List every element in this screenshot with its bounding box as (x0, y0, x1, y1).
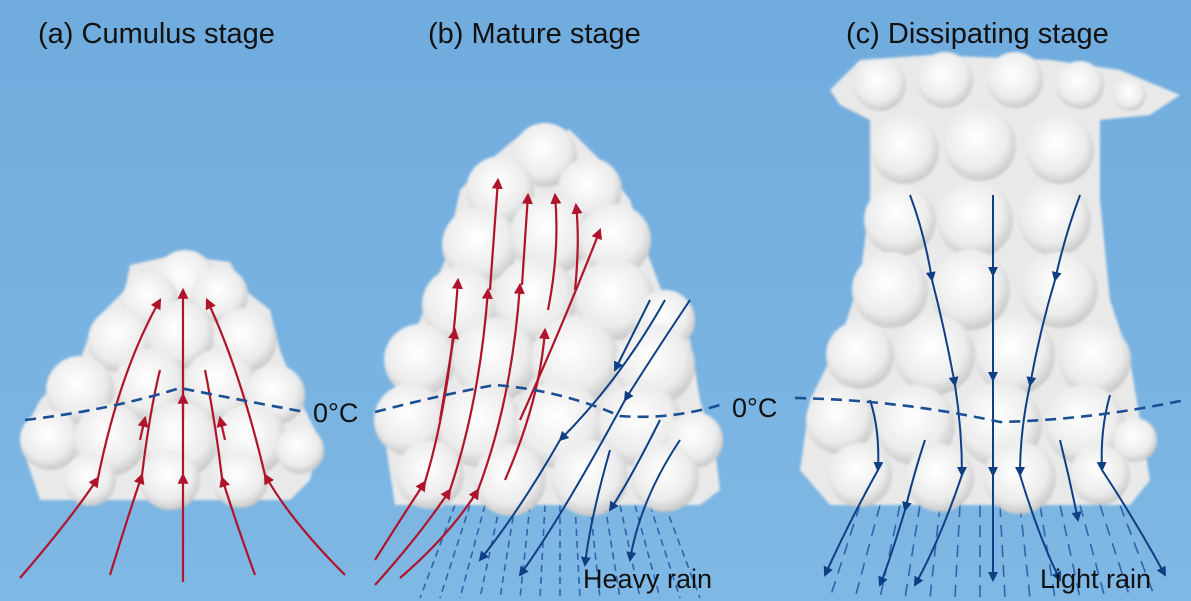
cumulus-stage: (a) Cumulus stage (19, 18, 346, 582)
downdraft-arrow (558, 299, 666, 442)
updraft-arrow (399, 488, 480, 579)
dissipating-downdraft-arrows (823, 194, 1166, 587)
updraft-arrow (438, 327, 459, 421)
downdraft-arrow (878, 509, 906, 587)
updraft-arrow (518, 227, 602, 421)
updraft-arrow (488, 177, 503, 291)
downdraft-arrow (614, 299, 651, 372)
downdraft-arrow (1096, 394, 1111, 472)
updraft-arrow (571, 202, 583, 291)
downdraft-arrow (869, 399, 884, 472)
updraft-arrow (219, 475, 257, 576)
updraft-arrow (96, 298, 162, 479)
downdraft-arrow (623, 299, 691, 402)
updraft-arrow (19, 476, 100, 579)
rain-label-light: Light rain (1040, 564, 1151, 594)
rain-label-heavy: Heavy rain (583, 564, 712, 594)
updraft-arrow (476, 282, 525, 491)
downdraft-arrow (1059, 439, 1082, 522)
freezing-level-line (24, 383, 1186, 424)
updraft-arrow (263, 473, 346, 576)
updraft-arrow (205, 298, 267, 476)
updraft-arrow (520, 192, 533, 286)
mature-downdraft-arrows (478, 299, 691, 577)
stage-title-cumulus: (a) Cumulus stage (38, 18, 275, 50)
downdraft-arrow (909, 194, 936, 282)
updraft-arrow (137, 415, 149, 441)
updraft-arrow (546, 192, 562, 311)
cumulus-cloud (20, 250, 324, 510)
downdraft-arrow (478, 439, 561, 562)
dissipating-rain-shaft (829, 504, 1156, 599)
stage-title-mature: (b) Mature stage (428, 18, 641, 50)
mature-cloud (374, 123, 723, 516)
downdraft-arrow (626, 439, 681, 562)
downdraft-arrow (518, 399, 626, 577)
downdraft-arrow (902, 439, 926, 512)
dissipating-cloud (800, 52, 1180, 514)
downdraft-arrow (1101, 469, 1166, 577)
downdraft-arrow (954, 384, 967, 477)
downdraft-arrow (1015, 384, 1031, 477)
downdraft-arrow (1051, 194, 1081, 282)
updraft-arrow (503, 327, 550, 481)
downdraft-arrow (608, 419, 661, 512)
downdraft-arrow (931, 279, 959, 387)
updraft-arrow (140, 369, 162, 476)
updraft-arrow (203, 369, 224, 479)
updraft-arrow (374, 480, 427, 561)
updraft-arrow (374, 488, 452, 586)
downdraft-arrow (580, 449, 611, 567)
cumulus-updraft-arrows (19, 287, 346, 582)
mature-updraft-arrows (374, 177, 602, 586)
mature-stage: (b) Mature stage Heavy rain (374, 18, 723, 599)
downdraft-arrow (914, 474, 963, 587)
freezing-level-label-2: 0°C (732, 393, 777, 423)
downdraft-arrow (1019, 474, 1061, 582)
updraft-arrow (448, 287, 493, 491)
downdraft-arrow (823, 469, 879, 577)
dissipating-stage: (c) Dissipating stage Light rain (800, 18, 1180, 599)
freezing-level-label-1: 0°C (313, 398, 358, 428)
mature-rain-shaft (419, 504, 701, 599)
stage-title-dissipating: (c) Dissipating stage (846, 18, 1109, 50)
updraft-arrow (216, 415, 228, 441)
updraft-arrow (108, 472, 145, 576)
downdraft-arrow (1026, 279, 1056, 387)
